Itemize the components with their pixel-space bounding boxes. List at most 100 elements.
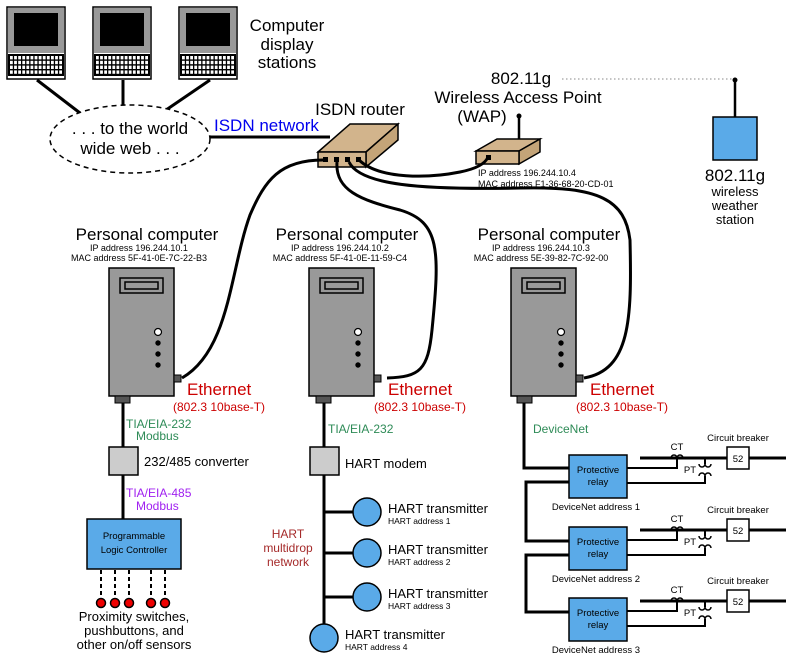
- ct-wire: [627, 458, 678, 469]
- personal-computer-2: Personal computer IP address 196.244.10.…: [273, 225, 419, 404]
- pt-icon: [698, 463, 712, 468]
- pc1-ethernet-std: (802.3 10base-T): [173, 400, 265, 414]
- display-station-1: [6, 6, 66, 80]
- weather-station-label: 802.11g: [705, 166, 765, 185]
- rs232-label-2: Modbus: [136, 429, 179, 443]
- plc-label-2: Logic Controller: [101, 545, 168, 556]
- converter-label: 232/485 converter: [144, 454, 249, 469]
- sensors-label-1: Proximity switches,: [79, 609, 190, 624]
- ct-wire: [627, 530, 678, 541]
- ethernet-cable-wap: [357, 156, 490, 178]
- pc2-ip: IP address 196.244.10.2: [291, 243, 389, 253]
- relay-label: Protective: [577, 465, 619, 476]
- relay-box: [568, 597, 628, 642]
- plc-box: [86, 518, 182, 570]
- rs485-label-2: Modbus: [136, 499, 179, 513]
- transmitter-title: HART transmitter: [388, 542, 489, 557]
- relay-label: Protective: [577, 537, 619, 548]
- relay-address: DeviceNet address 1: [552, 502, 640, 513]
- transmitter-title: HART transmitter: [388, 586, 489, 601]
- weather-station-label-2: weather: [711, 198, 759, 213]
- plc-label-1: Programmable: [103, 531, 165, 542]
- pc3-ip: IP address 196.244.10.3: [492, 243, 590, 253]
- sensor-icon: [145, 597, 157, 609]
- weather-station-label-1: wireless: [711, 184, 759, 199]
- ethernet-cable-pc2: [335, 161, 438, 380]
- hart-network-label-3: network: [267, 555, 310, 569]
- pt-icon: [698, 535, 712, 540]
- sensors-label-2: pushbuttons, and: [84, 623, 184, 638]
- transmitter-address: HART address 2: [388, 557, 451, 567]
- ct-wire: [627, 601, 678, 612]
- transmitter-icon: [352, 497, 382, 527]
- display-stations-label-1: Computer: [250, 16, 325, 35]
- circuit-breaker-box: [726, 518, 750, 542]
- transmitter-title: HART transmitter: [345, 627, 446, 642]
- pc1-ethernet-label: Ethernet: [187, 380, 252, 399]
- hart-rs232-label: TIA/EIA-232: [328, 422, 394, 436]
- pt-label: PT: [684, 465, 696, 476]
- pt-wire: [627, 548, 706, 556]
- relay-label: Protective: [577, 608, 619, 619]
- pc2-ethernet-std: (802.3 10base-T): [374, 400, 466, 414]
- ethernet-cable-pc1: [181, 158, 324, 380]
- hart-modem-box: [309, 446, 340, 476]
- pt-icon: [698, 606, 712, 611]
- wap-label-2: Wireless Access Point: [434, 88, 601, 107]
- relay-address: DeviceNet address 2: [552, 574, 640, 585]
- hart-modem-label: HART modem: [345, 456, 427, 471]
- wap-label-1: 802.11g: [491, 69, 551, 88]
- transmitter-address: HART address 4: [345, 642, 408, 652]
- devicenet-link: [524, 553, 569, 614]
- pt-label: PT: [684, 537, 696, 548]
- wap-mac: MAC address F1-36-68-20-CD-01: [478, 179, 614, 189]
- rs232-label-1: TIA/EIA-232: [126, 417, 192, 431]
- display-station-3: [178, 6, 238, 80]
- pc1-title: Personal computer: [76, 225, 219, 244]
- relay-box: [568, 454, 628, 499]
- pc2-title: Personal computer: [276, 225, 419, 244]
- internet-label-1: . . . to the world: [72, 119, 188, 138]
- wap-ip: IP address 196.244.10.4: [478, 168, 576, 178]
- transmitter-icon: [352, 582, 382, 612]
- sensor-group: [95, 570, 171, 609]
- relay-address: DeviceNet address 3: [552, 645, 640, 656]
- sensor-icon: [159, 597, 171, 609]
- station-link-3: [165, 78, 211, 112]
- transmitter-address: HART address 1: [388, 516, 451, 526]
- pc1-ip: IP address 196.244.10.1: [90, 243, 188, 253]
- sensor-icon: [123, 597, 135, 609]
- personal-computer-1: Personal computer IP address 196.244.10.…: [71, 225, 219, 404]
- isdn-network-label: ISDN network: [214, 116, 319, 135]
- breaker-label: Circuit breaker: [707, 576, 769, 587]
- pt-wire: [627, 619, 706, 627]
- hart-network-label-1: HART: [272, 527, 305, 541]
- internet-label-2: wide web . . .: [79, 139, 179, 158]
- isdn-router: [316, 122, 400, 169]
- internet-cloud: [49, 104, 211, 174]
- relay-label: relay: [588, 620, 609, 631]
- pc3-title: Personal computer: [478, 225, 621, 244]
- isdn-router-label: ISDN router: [315, 100, 405, 119]
- pc2-mac: MAC address 5F-41-0E-11-59-C4: [273, 253, 407, 263]
- ethernet-cable-pc3: [347, 161, 632, 380]
- devicenet-link: [524, 480, 569, 543]
- display-station-2: [92, 6, 152, 80]
- breaker-code: 52: [733, 597, 744, 608]
- ct-label: CT: [671, 585, 684, 596]
- breaker-label: Circuit breaker: [707, 433, 769, 444]
- display-stations-label-3: stations: [258, 53, 317, 72]
- transmitter-icon: [309, 623, 339, 653]
- relay-label: relay: [588, 549, 609, 560]
- transmitter-address: HART address 3: [388, 601, 451, 611]
- sensor-icon: [95, 597, 107, 609]
- pc1-mac: MAC address 5F-41-0E-7C-22-B3: [71, 253, 207, 263]
